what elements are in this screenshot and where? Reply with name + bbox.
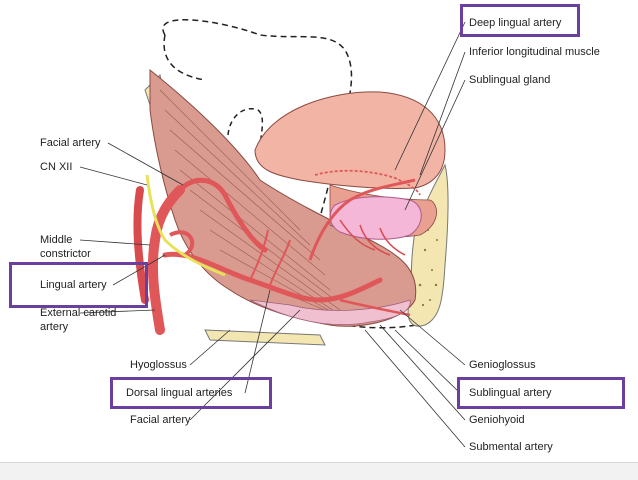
sublingual-gland xyxy=(329,196,422,240)
label-external-carotid-line2: artery xyxy=(40,321,69,333)
label-genioglossus: Genioglossus xyxy=(469,359,536,371)
label-inferior-longitudinal-muscle: Inferior longitudinal muscle xyxy=(469,46,600,58)
label-submental-artery: Submental artery xyxy=(469,441,553,453)
muscle-mass xyxy=(149,68,417,327)
label-facial-artery-bottom: Facial artery xyxy=(130,414,191,426)
internal-carotid-artery xyxy=(133,186,149,304)
sublingual-artery-branch xyxy=(339,298,411,317)
lingual-artery-main xyxy=(162,251,383,303)
sublingual-vessels xyxy=(339,219,406,256)
label-geniohyoid: Geniohyoid xyxy=(469,414,525,426)
label-middle-constrictor-line2: constrictor xyxy=(40,248,91,260)
label-middle-constrictor-line1: Middle xyxy=(40,234,73,246)
dorsal-branches xyxy=(249,229,291,286)
highlight-box-dorsal-lingual-arteries xyxy=(110,377,272,409)
label-lingual-artery: Lingual artery xyxy=(40,279,107,291)
geniohyoid-muscle xyxy=(249,299,411,326)
muscle-fibers xyxy=(159,89,361,326)
facial-artery-trunk xyxy=(177,178,268,253)
dashed-outline-left xyxy=(163,34,206,81)
label-dorsal-lingual-arteries: Dorsal lingual arteries xyxy=(126,387,233,399)
leader-lines xyxy=(79,21,466,448)
footer-band xyxy=(0,462,638,480)
label-cn-xii: CN XII xyxy=(40,161,73,173)
highlight-box-sublingual-artery xyxy=(457,377,625,409)
highlight-box-deep-lingual-artery xyxy=(460,4,580,37)
deep-lingual-artery xyxy=(308,178,416,261)
external-carotid-artery xyxy=(147,185,185,335)
lingual-loop xyxy=(169,230,195,257)
label-hyoglossus: Hyoglossus xyxy=(130,359,187,371)
highlight-box-lingual-artery xyxy=(9,262,148,308)
hyoid-bar xyxy=(204,329,326,346)
tongue-dotted-vessel xyxy=(314,169,421,196)
tongue-body xyxy=(254,91,446,189)
hypoglossal-nerve xyxy=(145,174,226,277)
label-deep-lingual-artery: Deep lingual artery xyxy=(469,17,562,29)
dashed-outline-inner xyxy=(227,108,264,146)
label-sublingual-gland: Sublingual gland xyxy=(469,74,551,86)
label-external-carotid-line1: External carotid xyxy=(40,307,117,319)
label-facial-artery-top: Facial artery xyxy=(40,137,101,149)
bone-texture xyxy=(418,229,438,307)
label-sublingual-artery: Sublingual artery xyxy=(469,387,552,399)
